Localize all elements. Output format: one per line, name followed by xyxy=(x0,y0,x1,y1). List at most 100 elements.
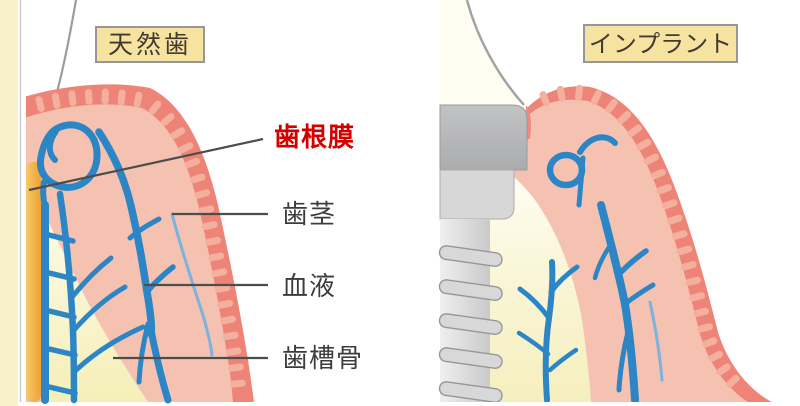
gum-ridge xyxy=(222,331,239,340)
vessel-gum-main xyxy=(95,128,156,338)
implant-title: インプラント xyxy=(588,29,733,58)
implant-abutment xyxy=(439,104,528,171)
gum-ridge xyxy=(227,363,244,372)
gum-ridge xyxy=(35,96,45,112)
gum-ridge xyxy=(170,127,186,139)
gum-ridge xyxy=(605,99,618,114)
vessel-segment xyxy=(147,326,172,404)
implant-title-box: インプラント xyxy=(583,24,738,63)
gum-ridge xyxy=(681,261,697,271)
gum-ridge xyxy=(725,374,740,388)
gum-ridge xyxy=(208,252,225,262)
gum-ridge xyxy=(51,92,61,109)
screw-thread xyxy=(438,313,503,335)
gum-ridge xyxy=(693,307,710,317)
gum-ridge xyxy=(636,138,652,151)
vessel-arc xyxy=(577,134,618,155)
natural-tooth-title: 天然歯 xyxy=(107,30,192,59)
vessel-branch xyxy=(136,321,151,385)
gum-ridge xyxy=(716,363,731,376)
vessel-branch xyxy=(516,330,551,357)
gum-ridge xyxy=(68,90,77,107)
screw-thread xyxy=(438,279,503,301)
gum-ridge xyxy=(676,245,693,256)
gum-ridge xyxy=(178,142,194,154)
natural-tooth-illustration xyxy=(0,0,254,406)
vessel-branch xyxy=(70,255,114,299)
vessel-branch xyxy=(548,264,580,295)
gum-ridge xyxy=(85,88,93,105)
gum-ridge xyxy=(133,91,143,108)
implant-illustration xyxy=(435,0,800,406)
vessel-loop-notch xyxy=(46,128,59,163)
vessel-branch xyxy=(592,241,614,281)
label-periodontal-ligament: 歯根膜 xyxy=(274,123,356,153)
gum-ridge xyxy=(160,113,175,126)
gum-ridge xyxy=(689,292,706,302)
gum-ridge xyxy=(217,299,234,309)
leader-lines xyxy=(28,137,268,360)
gum-ridge xyxy=(575,84,583,101)
implant-collar xyxy=(439,169,515,220)
gum-ridge xyxy=(539,91,550,107)
screw-thread xyxy=(438,347,503,369)
tooth-root-strip xyxy=(18,0,26,402)
bottom-trim xyxy=(435,402,800,406)
gum-ridge xyxy=(229,379,246,388)
vessel-branch xyxy=(71,284,128,333)
vessel-rung xyxy=(42,383,78,396)
vessel-segment xyxy=(576,155,586,208)
gum-ridge xyxy=(184,157,200,169)
screw-thread xyxy=(438,381,503,403)
gum-ridge xyxy=(194,189,211,199)
gum-ridge xyxy=(201,221,218,230)
vessel-branch xyxy=(144,264,176,295)
leader-periodontal-ligament xyxy=(28,137,264,192)
gum-ridge xyxy=(661,199,678,210)
natural-tooth-title-box: 天然歯 xyxy=(95,26,205,63)
vessel-branch xyxy=(622,282,656,307)
gum-ridge xyxy=(667,214,683,225)
gum-ridge xyxy=(627,124,642,137)
vessel-rung xyxy=(42,231,76,244)
gum-ridge xyxy=(117,89,126,106)
vessel-branch xyxy=(517,286,552,321)
gum-ridge xyxy=(591,89,602,105)
gum-ridge xyxy=(556,85,566,102)
gum-ridge xyxy=(697,323,713,333)
vessel-rung xyxy=(42,345,78,358)
vessel-rung xyxy=(42,307,77,320)
vessel-rung xyxy=(42,269,77,282)
periodontal-ligament-band xyxy=(26,162,41,402)
vessel-thin xyxy=(170,212,214,357)
gum-ridge xyxy=(214,284,231,293)
blood-vessels-implant xyxy=(516,134,664,404)
screw-thread xyxy=(438,245,503,267)
gum-ridge xyxy=(205,236,221,246)
gum-ridge xyxy=(211,268,228,277)
gum-ridge xyxy=(685,276,701,286)
gum-ridge xyxy=(190,173,206,184)
gum-ridge xyxy=(701,337,718,348)
gum-ridge xyxy=(198,205,215,215)
vessel-branch xyxy=(127,216,162,241)
vessel-branch xyxy=(616,329,631,393)
gum-ridge xyxy=(617,111,631,125)
crown-outline xyxy=(465,0,525,106)
label-alveolar-bone: 歯槽骨 xyxy=(282,344,364,374)
gum-ridge xyxy=(225,347,242,356)
vessel-thin xyxy=(648,300,664,382)
gum-ridge xyxy=(708,350,724,362)
label-blood: 血液 xyxy=(282,272,337,302)
gum-ridge xyxy=(650,168,666,180)
vessel-branch xyxy=(71,324,146,375)
gum-ridge xyxy=(672,230,688,240)
blood-vessels-natural xyxy=(36,121,214,404)
gum-ridge xyxy=(220,315,236,325)
implant-screw-threads xyxy=(438,245,503,403)
vessel-branch xyxy=(616,248,649,277)
gum-ridge xyxy=(656,184,672,195)
gum-ridge xyxy=(643,153,659,165)
